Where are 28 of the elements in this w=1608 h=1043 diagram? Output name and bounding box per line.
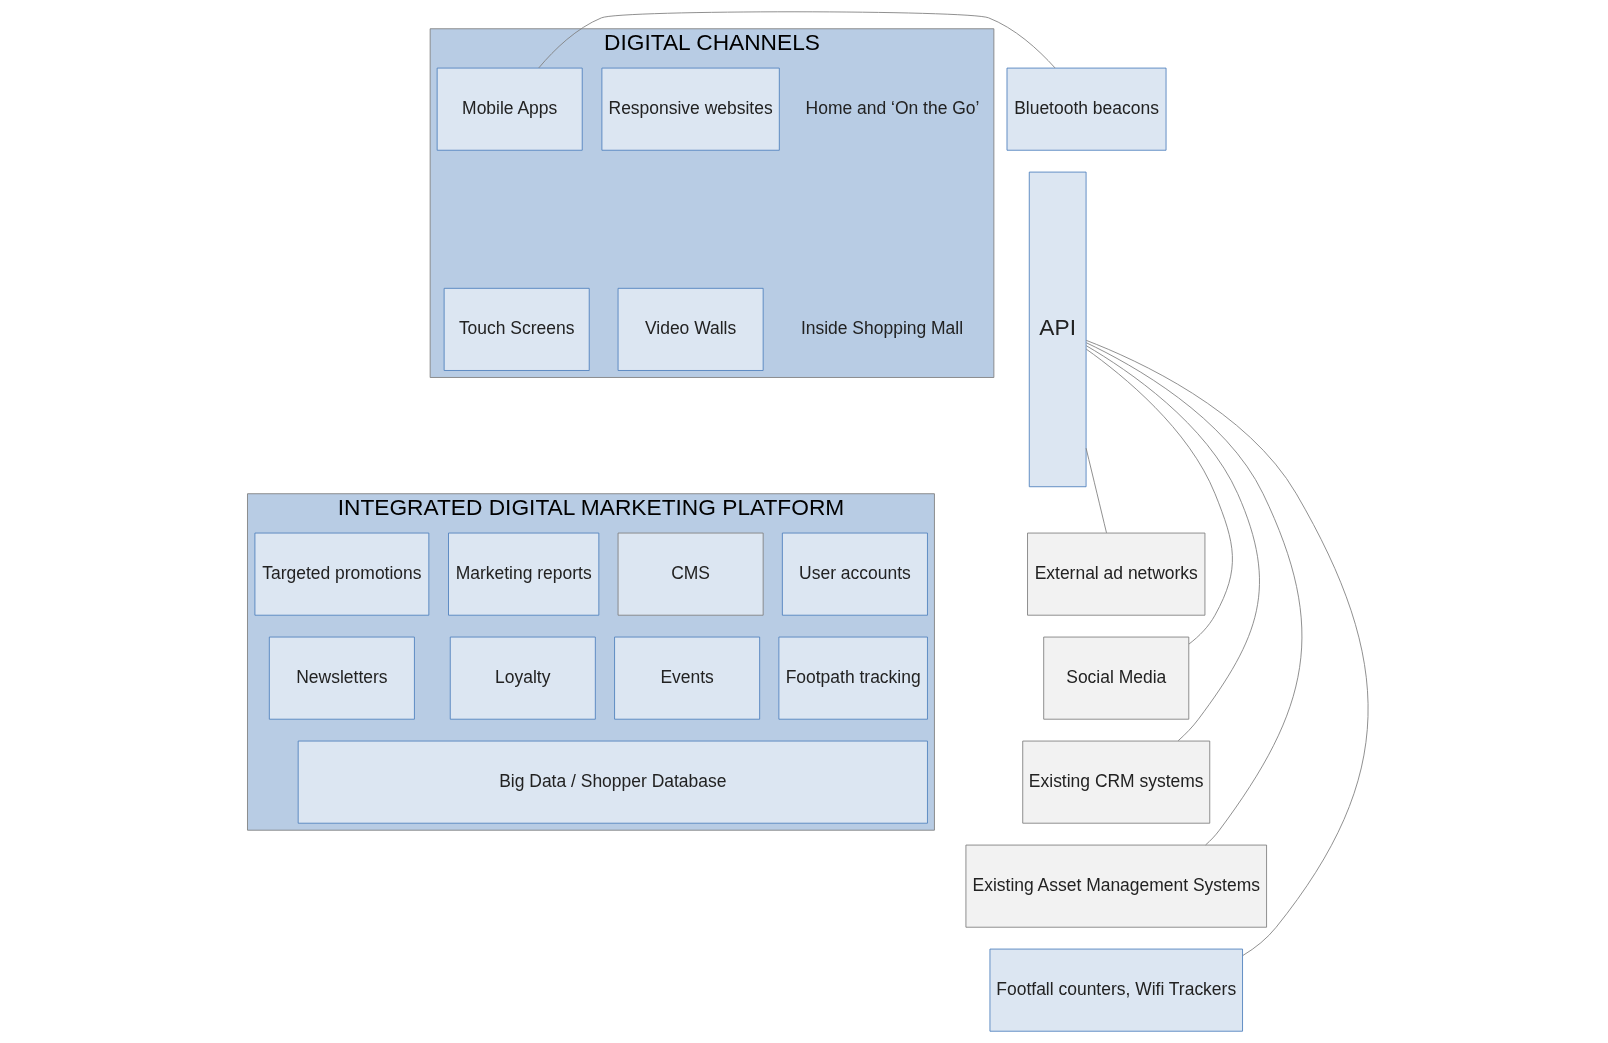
node-box: Loyalty <box>449 636 596 720</box>
connector <box>1085 342 1302 846</box>
node-box: Social Media <box>1042 636 1189 720</box>
node-text: Inside Shopping Mall <box>800 317 963 338</box>
node-box: API <box>1028 171 1087 488</box>
node-box: Bluetooth beacons <box>1006 67 1166 151</box>
node-box: Marketing reports <box>447 532 599 616</box>
connector <box>537 11 1055 69</box>
node-box: Touch Screens <box>443 287 590 371</box>
node-box: Big Data / Shopper Database <box>297 740 928 824</box>
node-text: Home and ‘On the Go’ <box>805 97 979 118</box>
node-box: Newsletters <box>268 636 415 720</box>
connector <box>1085 348 1233 645</box>
node-box: External ad networks <box>1026 532 1205 616</box>
node-box: Existing Asset Management Systems <box>964 844 1267 928</box>
node-box: CMS <box>617 532 764 616</box>
node-box: Events <box>613 636 760 720</box>
connector <box>1085 447 1107 534</box>
node-box: Mobile Apps <box>436 67 583 151</box>
node-box: Targeted promotions <box>254 532 429 616</box>
node-box: Footpath tracking <box>777 636 928 720</box>
connector <box>1085 345 1260 742</box>
node-box: Existing CRM systems <box>1021 740 1210 824</box>
connector <box>1085 339 1368 956</box>
node-box: Responsive websites <box>600 67 780 151</box>
node-box: User accounts <box>781 532 928 616</box>
node-box: Footfall counters, Wifi Trackers <box>989 948 1243 1032</box>
node-box: Video Walls <box>617 287 764 371</box>
